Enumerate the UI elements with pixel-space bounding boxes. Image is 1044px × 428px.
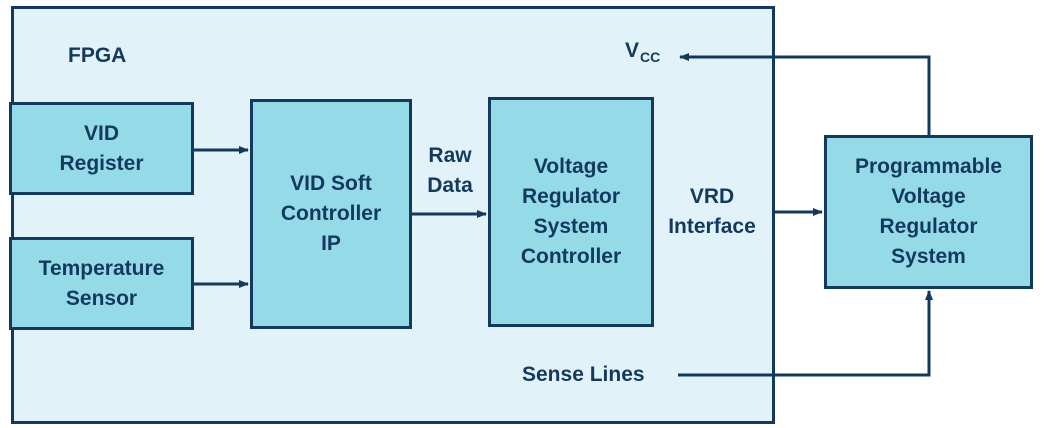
vcc-main: V bbox=[625, 39, 640, 62]
vcc-feedback-arrow bbox=[679, 53, 931, 135]
programmable-vr-line4: System bbox=[891, 245, 966, 268]
vrd-interface-line2: Interface bbox=[668, 215, 756, 238]
vcc-subscript: CC bbox=[640, 49, 661, 65]
sense-lines-label: Sense Lines bbox=[522, 363, 645, 386]
raw-data-label: Raw Data bbox=[412, 141, 488, 201]
temperature-sensor-line2: Sensor bbox=[65, 286, 138, 310]
vid-soft-controller-line1: VID Soft bbox=[290, 172, 372, 195]
vid-soft-controller-line2: Controller bbox=[280, 202, 382, 225]
programmable-vr-block: Programmable Voltage Regulator System bbox=[824, 135, 1033, 289]
programmable-vr-line1: Programmable bbox=[854, 155, 1003, 178]
fpga-label: FPGA bbox=[68, 44, 127, 67]
raw-data-line2: Data bbox=[427, 174, 473, 197]
vcc-label: VCC bbox=[625, 36, 660, 72]
temperature-sensor-line1: Temperature bbox=[38, 256, 165, 280]
programmable-vr-line3: Regulator bbox=[879, 215, 978, 238]
vr-system-controller-block: Voltage Regulator System Controller bbox=[488, 97, 654, 327]
vr-system-controller-line2: Regulator bbox=[521, 185, 620, 208]
vid-register-line2: Register bbox=[59, 151, 144, 175]
programmable-vr-line2: Voltage bbox=[891, 185, 966, 208]
sense-lines-arrow bbox=[678, 290, 933, 377]
vid-soft-controller-block: VID Soft Controller IP bbox=[250, 99, 412, 329]
temperature-sensor-block: Temperature Sensor bbox=[9, 237, 194, 330]
vrd-interface-line1: VRD bbox=[689, 185, 735, 208]
vid-soft-controller-line3: IP bbox=[321, 232, 341, 255]
vid-register-line1: VID bbox=[83, 121, 119, 145]
vid-register-block: VID Register bbox=[9, 102, 194, 195]
vr-system-controller-line4: Controller bbox=[520, 245, 622, 268]
vr-system-controller-line1: Voltage bbox=[533, 155, 609, 178]
raw-data-line1: Raw bbox=[428, 144, 472, 167]
vrd-interface-label: VRD Interface bbox=[652, 182, 772, 242]
vr-system-controller-line3: System bbox=[533, 215, 609, 238]
